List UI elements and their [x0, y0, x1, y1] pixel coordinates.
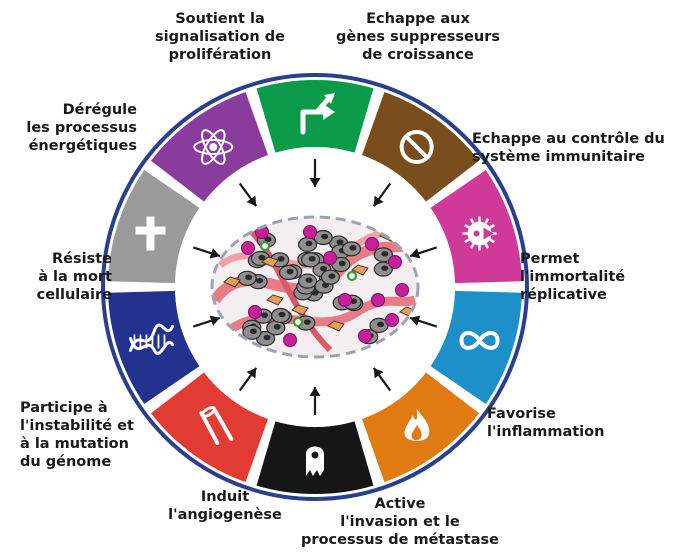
immune-cell: [371, 293, 385, 307]
hallmark-label-line: Active: [374, 496, 426, 512]
arrow-head: [209, 315, 220, 326]
arrow-head: [209, 248, 220, 259]
immune-cell: [323, 251, 337, 265]
hallmark-label-line: Echappe au contrôle du: [472, 131, 665, 147]
hallmark-label: Active l'invasion et le processus de métas…: [301, 495, 499, 549]
prohibition-icon: [399, 130, 434, 165]
hallmark-label: Permet l'immortalité réplicative: [520, 250, 625, 304]
immune-cell: [338, 293, 352, 307]
fibroblast: [291, 304, 309, 316]
hallmark-label-line: à la mutation: [20, 436, 129, 452]
hallmark-label: Echappe au contrôle du système immunitair…: [472, 130, 665, 166]
immune-cell: [365, 237, 379, 251]
immune-cell-icon: [462, 216, 497, 251]
hallmark-label-line: du génome: [20, 454, 112, 470]
invasive-cell-icon: [306, 446, 324, 476]
infinity-icon: [459, 330, 500, 350]
hallmark-label-line: Induit: [200, 489, 250, 505]
fibroblast: [266, 294, 284, 306]
hallmark-label-line: processus de métastase: [301, 532, 499, 548]
tumor-illustration: [210, 215, 420, 359]
hallmark-label-line: Dérégule: [62, 102, 137, 118]
hallmark-label-line: Permet: [520, 251, 580, 267]
hallmark-label-line: à la mort: [38, 269, 112, 285]
hallmark-label: Favorise l'inflammation: [487, 405, 604, 441]
immune-cell: [388, 255, 402, 269]
cross-icon: [135, 216, 166, 251]
immune-cell: [395, 283, 409, 297]
hallmark-label-line: les processus: [26, 120, 137, 136]
fibroblast: [351, 264, 369, 276]
hallmark-segment: [256, 80, 374, 153]
immune-cell: [241, 241, 255, 255]
fibroblast: [261, 256, 279, 268]
hallmark-label-line: cellulaire: [36, 287, 112, 303]
immune-cell: [303, 225, 317, 239]
arrow-head: [246, 367, 257, 379]
hallmark-label-line: l'immortalité: [520, 269, 626, 285]
hallmark-label-line: Participe à: [20, 400, 108, 416]
hallmark-label-line: l'invasion et le: [340, 514, 460, 530]
hallmark-label-line: Soutient la: [175, 11, 265, 27]
arrow-head: [410, 315, 421, 326]
arrow-head: [246, 195, 257, 207]
hallmark-label-line: système immunitaire: [472, 149, 645, 165]
hallmark-label-line: l'angiogenèse: [168, 507, 282, 523]
immune-cell: [248, 305, 262, 319]
immune-cell: [358, 329, 372, 343]
hallmark-label: Résiste à la mort cellulaire: [37, 250, 112, 304]
hallmark-label-line: gènes suppresseurs: [336, 29, 500, 45]
hallmark-label: Soutient la signalisation de prolifération: [155, 10, 285, 64]
hallmark-label-line: de croissance: [362, 47, 474, 63]
hallmark-segment: [361, 91, 480, 202]
immune-cell: [283, 333, 297, 347]
hallmark-label: Echappe aux gènes suppresseurs de croissan…: [336, 10, 500, 64]
arrow-head: [410, 248, 421, 259]
hallmark-label-line: énergétiques: [28, 138, 137, 154]
hallmark-label: Induit l'angiogenèse: [168, 488, 282, 524]
hallmark-label-line: Favorise: [487, 406, 556, 422]
hallmark-segment: [430, 290, 522, 404]
dna-icon: [128, 323, 174, 355]
hallmark-label: Dérégule les processus énergétiques: [26, 101, 137, 155]
hallmark-label-line: Résiste: [52, 251, 112, 267]
hallmark-label-line: Echappe aux: [366, 11, 470, 27]
blood-vessel-icon: [199, 406, 234, 445]
hallmark-label-line: l'inflammation: [487, 424, 605, 440]
hallmark-icons: [128, 93, 500, 476]
hallmark-label-line: réplicative: [520, 287, 607, 303]
arrow-icon: [300, 93, 335, 135]
fibroblast: [223, 276, 241, 288]
hallmark-label-line: l'instabilité et: [20, 418, 134, 434]
hallmark-label-line: prolifération: [168, 47, 272, 63]
tumor-boundary: [210, 215, 420, 359]
pointer-arrows: [192, 159, 438, 415]
arrow-head: [373, 195, 384, 207]
arrow-head: [309, 387, 321, 396]
flame-icon: [404, 408, 430, 441]
arrow-head: [309, 178, 321, 187]
hallmark-label-line: signalisation de: [155, 29, 285, 45]
fibroblast: [327, 320, 345, 332]
immune-cell: [385, 313, 399, 327]
hallmark-label: Participe à l'instabilité et à la mutation…: [20, 399, 134, 471]
arrow-head: [373, 367, 384, 379]
